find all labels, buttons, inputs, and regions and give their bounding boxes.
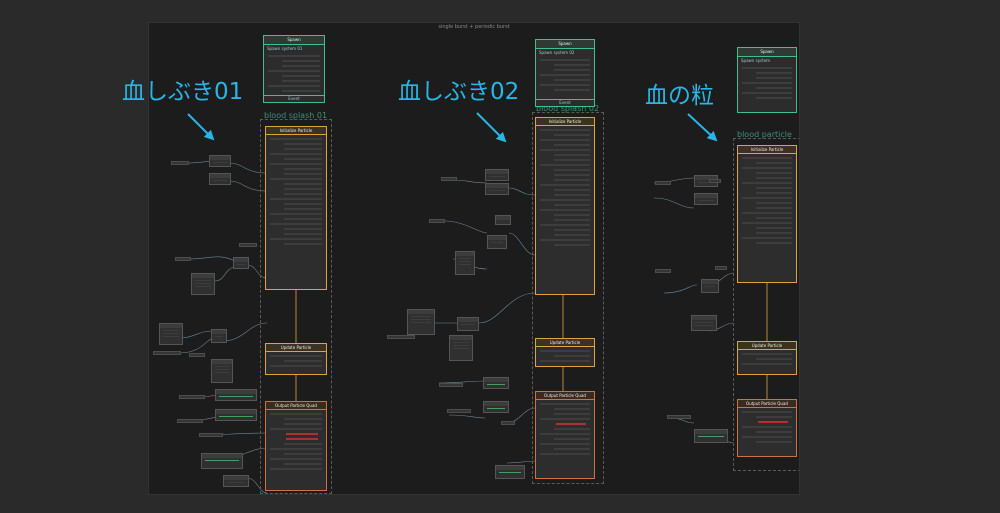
context-header: Output Particle Quad: [536, 392, 594, 400]
output-particle-quad-context-03[interactable]: Output Particle Quad: [737, 399, 797, 457]
operator-node[interactable]: [211, 359, 233, 383]
operator-node[interactable]: [487, 235, 507, 249]
group-title: blood splash 01: [264, 111, 328, 120]
property-node[interactable]: [441, 177, 457, 181]
initialize-particle-context-02[interactable]: Initialize Particle: [535, 117, 595, 295]
context-header: Output Particle Quad: [266, 402, 326, 410]
property-node[interactable]: [709, 179, 721, 183]
spawn-context-02[interactable]: Spawn Spawn system 02 Event: [535, 39, 595, 107]
curve-operator-node[interactable]: [201, 453, 243, 469]
group-title: blood splash 02: [536, 104, 600, 113]
property-node[interactable]: [655, 181, 671, 185]
context-header: Initialize Particle: [738, 146, 796, 154]
curve-operator-node[interactable]: [215, 409, 257, 421]
operator-node[interactable]: [211, 329, 227, 343]
property-node[interactable]: [189, 353, 205, 357]
context-header: Spawn: [738, 48, 796, 57]
vfx-graph-canvas[interactable]: single burst + periodic burst: [148, 22, 800, 495]
output-particle-quad-context-02[interactable]: Output Particle Quad: [535, 391, 595, 479]
property-node[interactable]: [439, 383, 463, 387]
callout-blood-particle: 血の粒: [645, 83, 714, 109]
update-particle-context-02[interactable]: Update Particle: [535, 338, 595, 367]
property-node[interactable]: [179, 395, 205, 399]
group-blood-splash-01[interactable]: blood splash 01: [260, 111, 332, 494]
curve-operator-node[interactable]: [694, 429, 728, 443]
property-node[interactable]: [153, 351, 181, 355]
graph-title: single burst + periodic burst: [438, 24, 510, 30]
spawn-system-label: Spawn system 02: [539, 50, 575, 55]
operator-node[interactable]: [691, 315, 717, 331]
context-header: Initialize Particle: [266, 127, 326, 135]
update-particle-context-03[interactable]: Update Particle: [737, 341, 797, 375]
context-header: Initialize Particle: [536, 118, 594, 126]
curve-operator-node[interactable]: [483, 377, 509, 389]
arrow-icon: [687, 113, 718, 142]
property-node[interactable]: [175, 257, 191, 261]
callout-blood-splash-02: 血しぶき02: [398, 79, 520, 105]
context-header: Output Particle Quad: [738, 400, 796, 408]
callout-blood-splash-01: 血しぶき01: [122, 79, 244, 105]
initialize-particle-context-03[interactable]: Initialize Particle: [737, 145, 797, 283]
operator-node[interactable]: [485, 169, 509, 181]
property-node[interactable]: [667, 415, 691, 419]
operator-node[interactable]: [209, 155, 231, 167]
context-header: Spawn: [264, 36, 324, 45]
property-node[interactable]: [501, 421, 515, 425]
spawn-context-01[interactable]: Spawn Spawn system 01 Event: [263, 35, 325, 103]
property-node[interactable]: [715, 266, 727, 270]
output-particle-quad-context-01[interactable]: Output Particle Quad: [265, 401, 327, 491]
property-node[interactable]: [429, 219, 445, 223]
operator-node[interactable]: [449, 335, 473, 361]
operator-node[interactable]: [495, 215, 511, 225]
context-header: Spawn: [536, 40, 594, 49]
event-output: Event: [536, 99, 594, 106]
curve-operator-node[interactable]: [495, 465, 525, 479]
update-particle-context-01[interactable]: Update Particle: [265, 343, 327, 375]
operator-node[interactable]: [191, 273, 215, 295]
group-blood-splash-02[interactable]: blood splash 02: [532, 104, 604, 484]
operator-node[interactable]: [407, 309, 435, 335]
property-node[interactable]: [447, 409, 471, 413]
operator-node[interactable]: [701, 279, 719, 293]
operator-node[interactable]: [694, 193, 718, 205]
context-header: Update Particle: [738, 342, 796, 350]
arrow-icon: [187, 113, 215, 141]
spawn-system-label: Spawn system 01: [267, 46, 303, 51]
initialize-particle-context-01[interactable]: Initialize Particle: [265, 126, 327, 290]
operator-node[interactable]: [485, 183, 509, 195]
operator-node[interactable]: [455, 251, 475, 275]
property-node[interactable]: [177, 419, 203, 423]
context-header: Update Particle: [536, 339, 594, 347]
property-node[interactable]: [239, 243, 257, 247]
operator-node[interactable]: [223, 475, 249, 487]
operator-node[interactable]: [233, 257, 249, 269]
operator-node[interactable]: [457, 317, 479, 331]
property-node[interactable]: [199, 433, 223, 437]
property-node[interactable]: [655, 269, 671, 273]
context-header: Update Particle: [266, 344, 326, 352]
group-blood-particle[interactable]: blood particle: [733, 130, 799, 471]
event-output: Event: [264, 95, 324, 102]
group-title: blood particle: [737, 130, 792, 139]
operator-node[interactable]: [159, 323, 183, 345]
curve-operator-node[interactable]: [483, 401, 509, 413]
curve-operator-node[interactable]: [215, 389, 257, 401]
spawn-system-label: Spawn system: [741, 58, 771, 63]
operator-node[interactable]: [209, 173, 231, 185]
arrow-icon: [476, 112, 507, 143]
property-node[interactable]: [387, 335, 415, 339]
spawn-context-03[interactable]: Spawn Spawn system: [737, 47, 797, 113]
property-node[interactable]: [171, 161, 189, 165]
